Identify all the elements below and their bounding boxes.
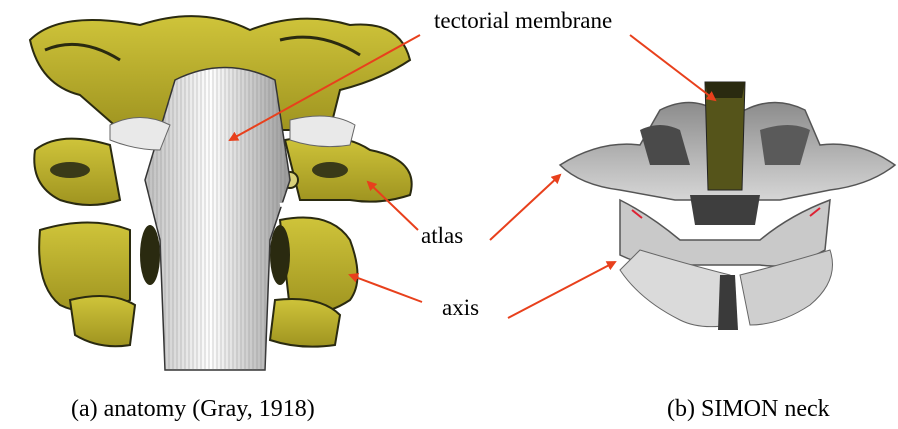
caption-right: (b) SIMON neck [667,397,830,421]
anatomy-illustration [30,16,412,370]
arrow-atlas-right [490,175,560,240]
arrow-axis-right [508,262,615,318]
label-tectorial-membrane: tectorial membrane [434,9,612,32]
arrow-axis-left [350,275,422,302]
arrow-tectorial-right [630,35,715,100]
label-atlas: atlas [421,224,463,247]
label-axis: axis [442,296,479,319]
caption-left: (a) anatomy (Gray, 1918) [71,397,315,421]
simon-model-rendering [560,82,895,330]
